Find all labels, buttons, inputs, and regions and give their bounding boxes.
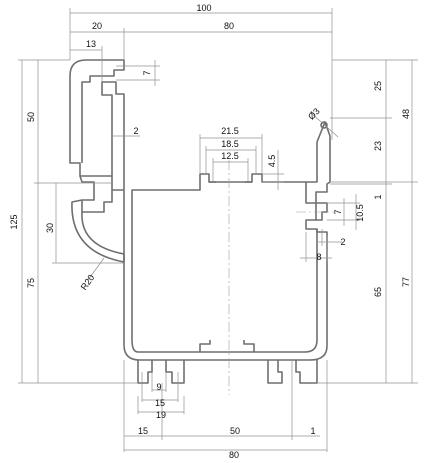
dim-13: 13	[86, 39, 96, 49]
dim-4-5: 4.5	[267, 155, 277, 168]
dim-48: 48	[401, 109, 411, 119]
dim-80-bottom: 80	[229, 450, 239, 460]
hole-circle	[320, 121, 328, 129]
dim-21-5: 21.5	[221, 126, 239, 136]
dim-15-inner: 15	[155, 398, 165, 408]
dimension-labels: 100 20 80 13 7 50 125 2 21.5 18.5 12.5 4…	[9, 3, 411, 460]
dim-100: 100	[196, 3, 211, 13]
main-chamber-inner	[131, 173, 318, 353]
dim-65: 65	[373, 287, 383, 297]
radius-hook-r20	[71, 199, 125, 263]
dimension-lines	[18, 8, 418, 452]
dim-15-bottom: 15	[138, 426, 148, 436]
top-left-arm	[69, 59, 125, 190]
dim-30: 30	[45, 223, 55, 233]
left-hook	[79, 175, 124, 213]
dim-18-5: 18.5	[221, 139, 239, 149]
dim-75: 75	[26, 278, 36, 288]
dim-80-top: 80	[224, 21, 234, 31]
bottom-center-slot	[199, 340, 255, 352]
profile-outline	[69, 59, 331, 384]
dim-10-5: 10.5	[355, 204, 365, 222]
dim-50-bottom: 50	[230, 426, 240, 436]
right-flange	[306, 121, 331, 203]
dim-19: 19	[156, 410, 166, 420]
dim-20: 20	[92, 21, 102, 31]
dim-50-left: 50	[26, 112, 36, 122]
dim-8: 8	[316, 252, 321, 262]
bottom-left-feet	[137, 360, 185, 384]
dim-7-top: 7	[142, 70, 152, 75]
dim-125: 125	[9, 214, 19, 229]
dim-25: 25	[373, 81, 383, 91]
dim-12-5: 12.5	[221, 151, 239, 161]
dim-7-right: 7	[333, 209, 343, 214]
main-chamber-outer	[123, 190, 328, 361]
dim-2-right: 2	[340, 237, 345, 247]
right-slot	[316, 202, 328, 221]
centre-lines	[228, 160, 334, 395]
dim-77: 77	[401, 277, 411, 287]
dim-r20: R20	[79, 273, 97, 292]
bottom-right-feet	[267, 360, 318, 384]
dim-9: 9	[156, 382, 161, 392]
dim-phi3: Ø3	[306, 106, 322, 122]
dim-1-bottom: 1	[310, 426, 315, 436]
dim-1-right: 1	[373, 194, 383, 199]
dim-2-left: 2	[133, 126, 138, 136]
dim-23: 23	[373, 141, 383, 151]
